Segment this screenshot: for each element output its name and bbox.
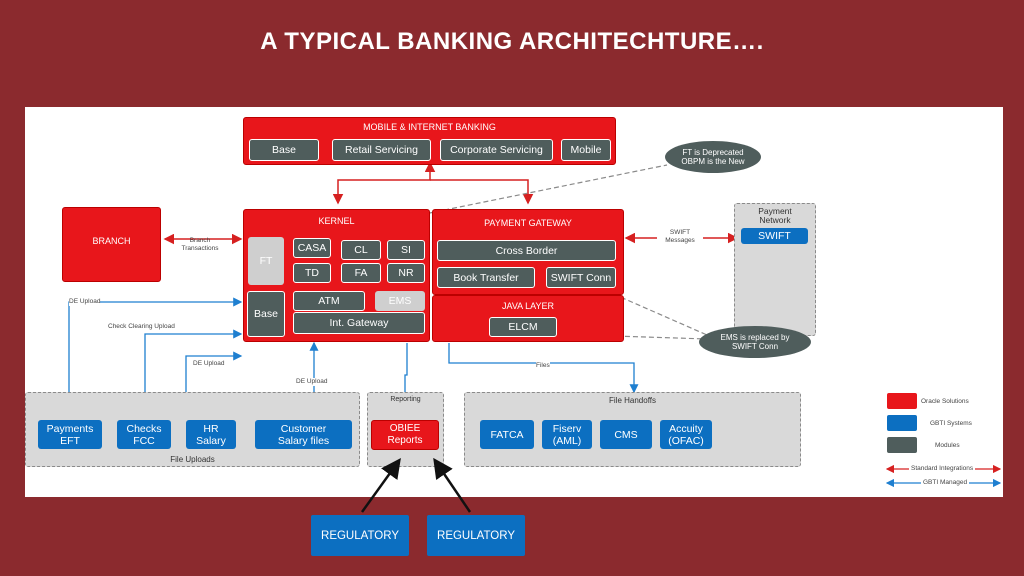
- corporate-servicing-module: Corporate Servicing: [440, 139, 553, 161]
- elcm-module: ELCM: [489, 317, 557, 337]
- int-gateway-module: Int. Gateway: [293, 312, 425, 334]
- java-layer-header: JAVA LAYER: [501, 301, 555, 311]
- payments-eft-system: Payments EFT: [38, 420, 102, 449]
- branch-label: BRANCH: [92, 236, 131, 246]
- nr-module: NR: [387, 263, 425, 283]
- branch-box: BRANCH: [62, 207, 161, 282]
- de-upload-label-3: DE Upload: [296, 378, 328, 386]
- payment-gateway-header: PAYMENT GATEWAY: [484, 218, 572, 228]
- regulatory-box-2: REGULATORY: [427, 515, 525, 556]
- regulatory-box-1: REGULATORY: [311, 515, 409, 556]
- cms-system: CMS: [600, 420, 652, 449]
- fa-module: FA: [341, 263, 381, 283]
- architecture-diagram: MOBILE & INTERNET BANKING Base Retail Se…: [25, 107, 1003, 497]
- files-label: Files: [536, 362, 550, 370]
- payment-network-header: Payment Network: [758, 206, 792, 225]
- payment-network-box: Payment Network: [734, 203, 816, 336]
- swift-messages-label: SWIFT Messages: [657, 229, 703, 245]
- book-transfer-module: Book Transfer: [437, 267, 535, 288]
- ft-module: FT: [248, 237, 284, 285]
- si-module: SI: [387, 240, 425, 260]
- reporting-label: Reporting: [390, 396, 421, 403]
- ems-replaced-bubble: EMS is replaced by SWIFT Conn: [699, 326, 811, 358]
- hr-salary-system: HR Salary: [186, 420, 236, 449]
- legend-standard-label: Standard Integrations: [909, 465, 976, 473]
- legend-modules-swatch: [887, 437, 917, 453]
- legend-gbti-managed-label: GBTI Managed: [921, 479, 970, 487]
- kernel-base-module: Base: [247, 291, 285, 337]
- kernel-header: KERNEL: [318, 216, 355, 226]
- swift-conn-module: SWIFT Conn: [546, 267, 616, 288]
- mobile-module: Mobile: [561, 139, 611, 161]
- fiserv-aml-system: Fiserv (AML): [542, 420, 592, 449]
- mobile-base-module: Base: [249, 139, 319, 161]
- swift-system: SWIFT: [741, 228, 808, 244]
- file-handoffs-label: File Handoffs: [609, 396, 656, 405]
- customer-salary-files-system: Customer Salary files: [255, 420, 352, 449]
- de-upload-label-1: DE Upload: [69, 298, 101, 306]
- cross-border-module: Cross Border: [437, 240, 616, 261]
- legend-oracle-label: Oracle Solutions: [921, 398, 969, 405]
- slide-title: A TYPICAL BANKING ARCHITECHTURE….: [260, 28, 764, 55]
- td-module: TD: [293, 263, 331, 283]
- casa-module: CASA: [293, 238, 331, 258]
- ft-deprecated-bubble: FT is Deprecated OBPM is the New: [665, 141, 761, 173]
- file-uploads-label: File Uploads: [170, 455, 215, 464]
- legend-gbti-swatch: [887, 415, 917, 431]
- cl-module: CL: [341, 240, 381, 260]
- atm-module: ATM: [293, 291, 365, 311]
- branch-transactions-label: Branch Transactions: [181, 237, 219, 252]
- obiee-reports: OBIEE Reports: [371, 420, 439, 450]
- legend-modules-label: Modules: [935, 442, 960, 449]
- accuity-ofac-system: Accuity (OFAC): [660, 420, 712, 449]
- retail-servicing-module: Retail Servicing: [332, 139, 431, 161]
- check-clearing-label: Check Clearing Upload: [108, 323, 175, 331]
- legend-oracle-swatch: [887, 393, 917, 409]
- de-upload-label-2: DE Upload: [193, 360, 225, 368]
- fatca-system: FATCA: [480, 420, 534, 449]
- legend-gbti-label: GBTI Systems: [930, 420, 972, 427]
- checks-fcc-system: Checks FCC: [117, 420, 171, 449]
- mobile-header: MOBILE & INTERNET BANKING: [363, 122, 496, 132]
- ems-module: EMS: [375, 291, 425, 311]
